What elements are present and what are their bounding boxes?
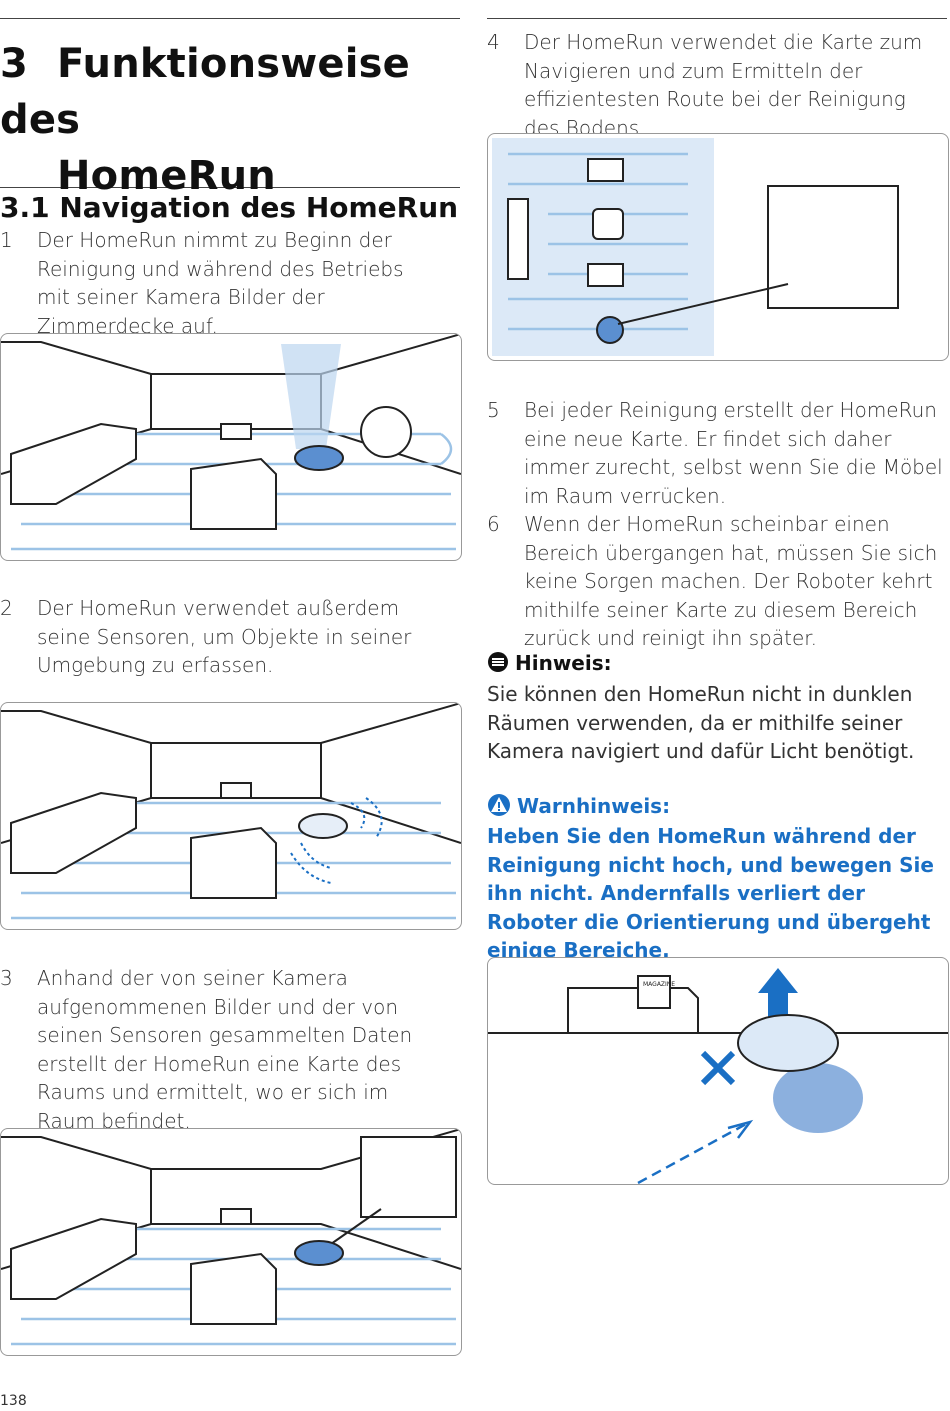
note-text: Sie können den HomeRun nicht in dunklen …	[487, 682, 915, 763]
warning-heading: Warnhinweis:	[487, 793, 670, 818]
section-title: 3.1 Navigation des HomeRun	[0, 190, 458, 226]
step-number: 1	[0, 228, 13, 252]
chapter-top-rule	[0, 18, 460, 19]
section-number: 3.1	[0, 191, 50, 224]
illustration-camera-ceiling	[0, 333, 462, 561]
step-3: 3 Anhand der von seiner Kamera aufgenomm…	[0, 964, 440, 1133]
step-4: 4 Der HomeRun verwendet die Karte zum Na…	[487, 28, 947, 140]
step-1: 1 Der HomeRun nimmt zu Beginn der Reinig…	[0, 226, 440, 338]
warning-text: Heben Sie den HomeRun während der Reinig…	[487, 824, 934, 962]
section-top-rule	[0, 187, 460, 188]
warning-icon	[488, 794, 510, 816]
step-number: 6	[487, 512, 500, 536]
step-text: Bei jeder Reinigung erstellt der HomeRun…	[524, 398, 943, 508]
note-title: Hinweis:	[515, 651, 612, 675]
illustration-route-map	[487, 133, 949, 361]
step-number: 3	[0, 966, 13, 990]
step-text: Der HomeRun nimmt zu Beginn der Reinigun…	[37, 228, 404, 338]
step-number: 2	[0, 596, 13, 620]
step-number: 4	[487, 30, 500, 54]
illustration-lifting-robot: MAGAZINE	[487, 957, 949, 1185]
step-text: Der HomeRun verwendet außerdem seine Sen…	[37, 596, 412, 677]
step-2: 2 Der HomeRun verwendet außerdem seine S…	[0, 594, 440, 684]
chapter-title-line1: Funktionsweise des	[0, 41, 411, 143]
step-text: Wenn der HomeRun scheinbar einen Bereich…	[524, 512, 938, 650]
illustration-map-creation	[0, 1128, 462, 1356]
step-text: Der HomeRun verwendet die Karte zum Navi…	[524, 30, 923, 140]
note-icon	[488, 652, 508, 672]
section-title-text: Navigation des HomeRun	[59, 191, 459, 224]
magazine-label: MAGAZINE	[643, 981, 675, 988]
illustration-sensors	[0, 702, 462, 930]
chapter-number: 3	[0, 41, 29, 87]
step-5: 5 Bei jeder Reinigung erstellt der HomeR…	[487, 396, 947, 511]
step-text: Anhand der von seiner Kamera aufgenommen…	[37, 966, 413, 1133]
step-6: 6 Wenn der HomeRun scheinbar einen Berei…	[487, 510, 947, 650]
step-number: 5	[487, 398, 500, 422]
right-column-rule	[487, 18, 947, 19]
chapter-title-line2: HomeRun	[57, 153, 276, 199]
warning-title: Warnhinweis:	[517, 794, 671, 818]
note-heading: Hinweis:	[487, 651, 612, 675]
page-number: 138	[0, 1393, 27, 1409]
